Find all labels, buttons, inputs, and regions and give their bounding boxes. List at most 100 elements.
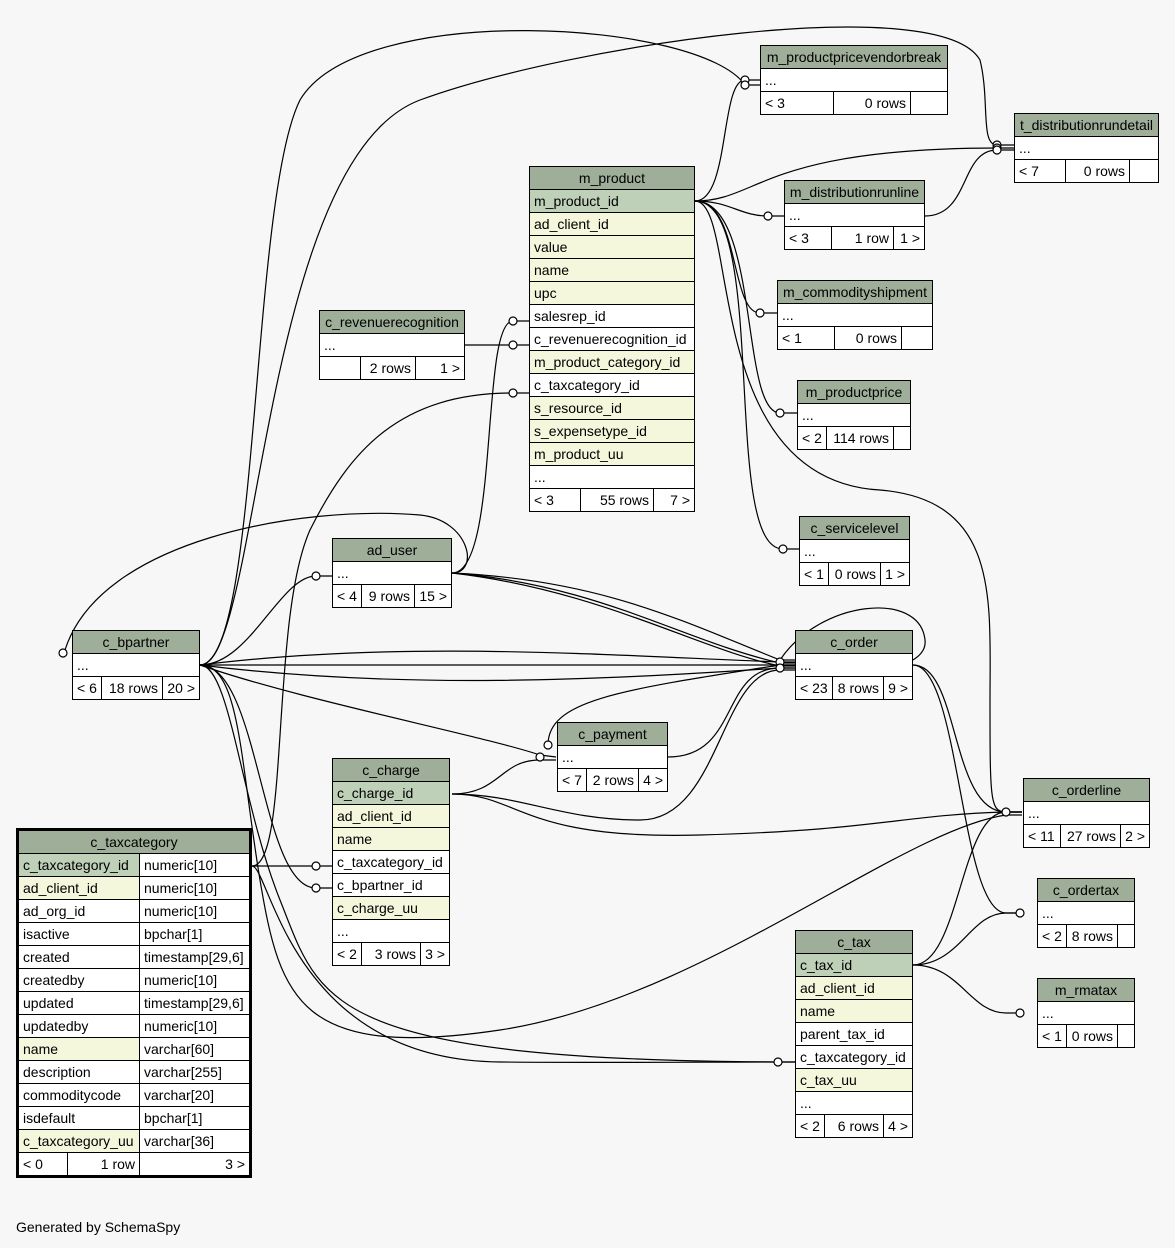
column-row: salesrep_id bbox=[529, 304, 695, 328]
row-count: 18 rows bbox=[101, 676, 163, 700]
column-type: varchar[60] bbox=[139, 1037, 251, 1061]
parents-count: < 1 bbox=[1037, 1024, 1067, 1048]
parents-count: < 4 bbox=[332, 584, 362, 608]
parents-count: < 3 bbox=[760, 91, 834, 115]
table-title: m_distributionrunline bbox=[784, 180, 925, 204]
column-row: c_bpartner_id bbox=[332, 873, 450, 897]
table-m_product[interactable]: m_product m_product_id ad_client_id valu… bbox=[529, 166, 695, 512]
table-title: c_orderline bbox=[1023, 778, 1150, 802]
table-title: m_commodityshipment bbox=[777, 280, 933, 304]
row-count: 6 rows bbox=[824, 1114, 884, 1138]
parents-count: < 3 bbox=[784, 226, 832, 250]
column-row: value bbox=[529, 235, 695, 259]
column-type: varchar[255] bbox=[139, 1060, 251, 1084]
column-row: upc bbox=[529, 281, 695, 305]
column-row: name bbox=[529, 258, 695, 282]
column-row: s_resource_id bbox=[529, 396, 695, 420]
parents-count: < 2 bbox=[797, 426, 827, 450]
column-row: c_tax_id bbox=[795, 953, 913, 977]
column-row: name bbox=[332, 827, 450, 851]
column-name: isactive bbox=[16, 922, 141, 946]
column-row: ... bbox=[797, 403, 911, 427]
table-c_tax[interactable]: c_tax c_tax_id ad_client_id name parent_… bbox=[795, 930, 913, 1138]
row-count: 114 rows bbox=[826, 426, 894, 450]
children-count bbox=[1117, 924, 1135, 948]
table-title: c_order bbox=[795, 630, 913, 654]
parents-count: < 6 bbox=[72, 676, 102, 700]
column-name: createdby bbox=[16, 968, 141, 992]
children-count: 2 > bbox=[1120, 824, 1150, 848]
column-row: ... bbox=[1023, 801, 1150, 825]
column-row: c_taxcategory_id bbox=[795, 1045, 913, 1069]
column-name: updatedby bbox=[16, 1014, 141, 1038]
column-row: c_revenuerecognition_id bbox=[529, 327, 695, 351]
table-title: m_productprice bbox=[797, 380, 911, 404]
parents-count: < 3 bbox=[529, 488, 581, 512]
parents-count: < 0 bbox=[19, 1153, 68, 1175]
column-name: commoditycode bbox=[16, 1083, 141, 1107]
children-count bbox=[1129, 159, 1159, 183]
children-count: 9 > bbox=[883, 676, 913, 700]
table-title: c_tax bbox=[795, 930, 913, 954]
table-title: c_ordertax bbox=[1037, 878, 1135, 902]
column-row: ... bbox=[332, 561, 452, 585]
row-count: 0 rows bbox=[833, 91, 911, 115]
table-title: c_servicelevel bbox=[799, 516, 910, 540]
column-row: ... bbox=[795, 1091, 913, 1115]
row-count: 27 rows bbox=[1060, 824, 1121, 848]
parents-count: < 1 bbox=[799, 562, 829, 586]
column-row: ... bbox=[529, 465, 695, 489]
table-title: m_rmatax bbox=[1037, 978, 1135, 1002]
column-type: numeric[10] bbox=[139, 899, 251, 923]
parents-count: < 7 bbox=[1014, 159, 1066, 183]
column-row: ... bbox=[799, 539, 910, 563]
column-type: timestamp[29,6] bbox=[139, 945, 251, 969]
parents-count: < 2 bbox=[795, 1114, 825, 1138]
column-type: timestamp[29,6] bbox=[139, 991, 251, 1015]
column-type: bpchar[1] bbox=[139, 1106, 251, 1130]
column-type: numeric[10] bbox=[139, 1014, 251, 1038]
table-c_charge[interactable]: c_charge c_charge_id ad_client_id name c… bbox=[332, 758, 450, 966]
column-row: ... bbox=[72, 653, 200, 677]
children-count bbox=[1117, 1024, 1135, 1048]
column-row: name bbox=[795, 999, 913, 1023]
column-row: ad_client_id bbox=[795, 976, 913, 1000]
children-count: 20 > bbox=[162, 676, 200, 700]
column-type: numeric[10] bbox=[139, 876, 251, 900]
row-count: 2 rows bbox=[586, 768, 639, 792]
column-row: c_tax_uu bbox=[795, 1068, 913, 1092]
column-row: ... bbox=[777, 303, 933, 327]
column-name: ad_client_id bbox=[16, 876, 141, 900]
column-row: c_taxcategory_id bbox=[332, 850, 450, 874]
row-count: 1 row bbox=[831, 226, 894, 250]
column-name: c_taxcategory_id bbox=[16, 853, 141, 877]
column-row: m_product_id bbox=[529, 189, 695, 213]
children-count: 4 > bbox=[883, 1114, 913, 1138]
parents-count: < 2 bbox=[1037, 924, 1067, 948]
row-count: 1 row bbox=[67, 1153, 139, 1175]
children-count: 15 > bbox=[414, 584, 452, 608]
column-type: varchar[20] bbox=[139, 1083, 251, 1107]
children-count: 3 > bbox=[420, 942, 450, 966]
table-title: m_product bbox=[529, 166, 695, 190]
row-count: 3 rows bbox=[361, 942, 421, 966]
row-count: 0 rows bbox=[1066, 1024, 1118, 1048]
parents-count: < 1 bbox=[777, 326, 835, 350]
column-name: name bbox=[16, 1037, 141, 1061]
column-row: ... bbox=[1037, 1001, 1135, 1025]
